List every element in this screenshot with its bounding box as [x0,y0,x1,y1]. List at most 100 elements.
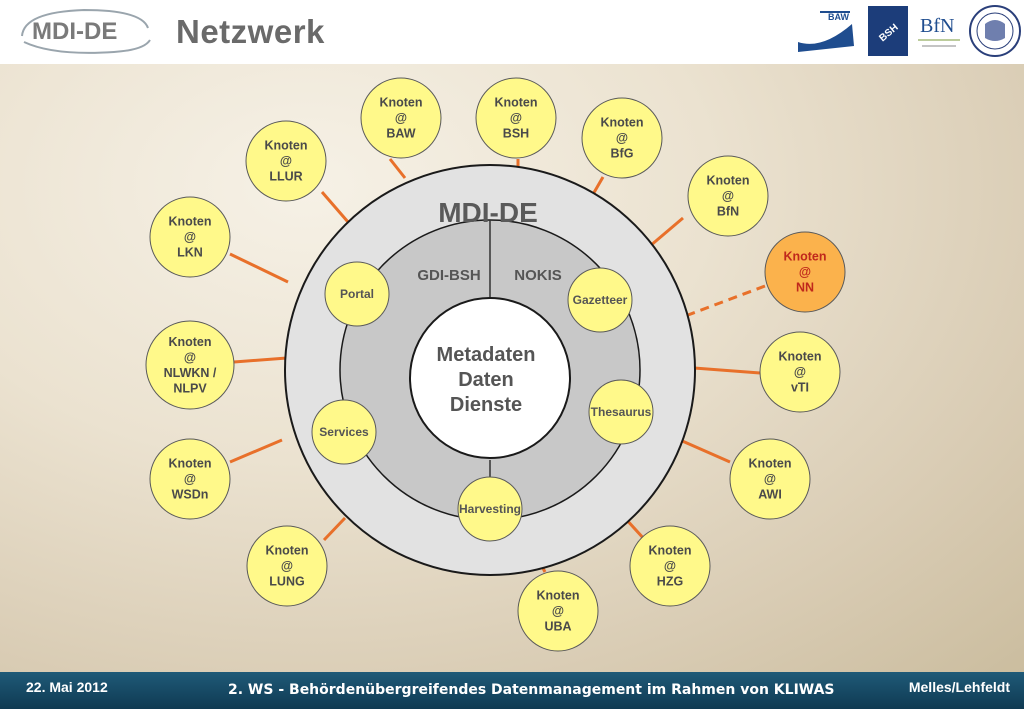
node-label-line: Knoten [706,174,749,188]
partner-logos: BAW BSH BfN [798,5,1021,57]
service-thesaurus[interactable]: Thesaurus [588,379,654,445]
connector-bfn [649,216,684,248]
node-label-line: Knoten [379,96,422,110]
footer-title: 2. WS - Behördenübergreifendes Datenmana… [228,682,835,698]
sector-nokis: NOKIS [514,267,562,284]
bfn-logo-label: BfN [920,15,954,37]
node-label-line: @ [616,131,628,145]
node-label-line: Knoten [494,96,537,110]
node-label-line: Knoten [783,250,826,264]
node-label-line: Knoten [264,139,307,153]
node-label-line: @ [184,350,196,364]
connector-nn [679,284,766,320]
node-bubble [149,196,231,278]
node-label-line: @ [280,154,292,168]
node-uba[interactable]: Knoten@UBA [517,570,599,652]
node-nlwkn[interactable]: Knoten@NLWKN /NLPV [145,320,235,410]
footer-authors: Melles/Lehfeldt [908,679,1010,695]
node-vti[interactable]: Knoten@ vTI [759,331,841,413]
node-wsdn[interactable]: Knoten@ WSDn [149,438,231,520]
node-label-line: LLUR [269,170,302,184]
baw-logo-icon: BAW [798,11,854,52]
service-bubble [567,267,633,333]
node-label-line: @ [510,111,522,125]
node-baw[interactable]: Knoten@ BAW [360,77,442,159]
node-bubble [759,331,841,413]
node-bubble [517,570,599,652]
bsh-logo-icon: BSH [868,6,908,56]
node-label-line: NLWKN / [164,366,217,380]
core-line-dienste: Dienste [450,394,522,416]
node-label-line: vTI [791,381,809,395]
node-nn[interactable]: Knoten@NN [764,231,846,313]
node-bfg[interactable]: Knoten@ BfG [581,97,663,179]
center-title: MDI-DE [438,197,538,228]
node-label-line: @ [794,365,806,379]
node-label-line: Knoten [168,457,211,471]
service-label: Thesaurus [591,405,652,419]
node-label-line: BfG [611,147,634,161]
node-label-line: LUNG [269,575,304,589]
connector-awi [679,438,731,464]
connector-vti [693,366,761,375]
node-label-line: Knoten [265,544,308,558]
node-label-line: @ [664,559,676,573]
service-label: Portal [340,287,374,301]
core-line-metadaten: Metadaten [437,344,536,366]
footer-date: 22. Mai 2012 [26,679,108,695]
node-label-line: @ [722,189,734,203]
node-hzg[interactable]: Knoten@ HZG [629,525,711,607]
service-portal[interactable]: Portal [324,261,390,327]
node-label-line: Knoten [648,544,691,558]
node-bsh[interactable]: Knoten@ BSH [475,77,557,159]
logo-text: MDI-DE [32,18,117,45]
connector-llur [320,191,350,223]
node-label-line: BAW [386,127,415,141]
bfn-logo-icon: BfN [918,15,960,47]
node-label-line: @ [552,604,564,618]
node-label-line: Knoten [778,350,821,364]
connector-lkn [229,252,289,284]
node-bubble [764,231,846,313]
node-bubble [145,320,235,410]
service-bubble [311,399,377,465]
node-label-line: Knoten [748,457,791,471]
node-label-line: Knoten [600,116,643,130]
node-lkn[interactable]: Knoten@LKN [149,196,231,278]
university-seal-icon [969,5,1021,57]
connector-baw [388,158,407,179]
service-gazetteer[interactable]: Gazetteer [567,267,633,333]
node-label-line: AWI [758,488,782,502]
core-line-daten: Daten [458,369,514,391]
node-awi[interactable]: Knoten@ AWI [729,438,811,520]
core-circle [409,297,571,459]
service-label: Gazetteer [573,293,628,307]
node-bubble [149,438,231,520]
service-label: Services [319,425,369,439]
node-label-line: Knoten [168,215,211,229]
service-bubble [457,476,523,542]
service-services[interactable]: Services [311,399,377,465]
node-bubble [687,155,769,237]
knoten-nodes: Knoten@BAWKnoten@BSHKnoten@BfGKnoten@BfN… [145,77,846,652]
node-label-line: @ [395,111,407,125]
node-label-line: @ [764,472,776,486]
node-label-line: HZG [657,575,683,589]
node-lung[interactable]: Knoten@ LUNG [246,525,328,607]
sector-gdi-bsh: GDI-BSH [417,267,480,284]
node-bubble [360,77,442,159]
node-label-line: BfN [717,205,739,219]
node-bubble [475,77,557,159]
node-bfn[interactable]: Knoten@ BfN [687,155,769,237]
node-label-line: @ [281,559,293,573]
service-harvesting[interactable]: Harvesting [457,476,523,542]
node-llur[interactable]: Knoten@ LLUR [245,120,327,202]
node-label-line: WSDn [172,488,209,502]
node-bubble [629,525,711,607]
service-label: Harvesting [459,502,521,516]
node-label-line: @ [184,472,196,486]
node-label-line: BSH [503,127,529,141]
connector-nlwkn [233,356,288,364]
